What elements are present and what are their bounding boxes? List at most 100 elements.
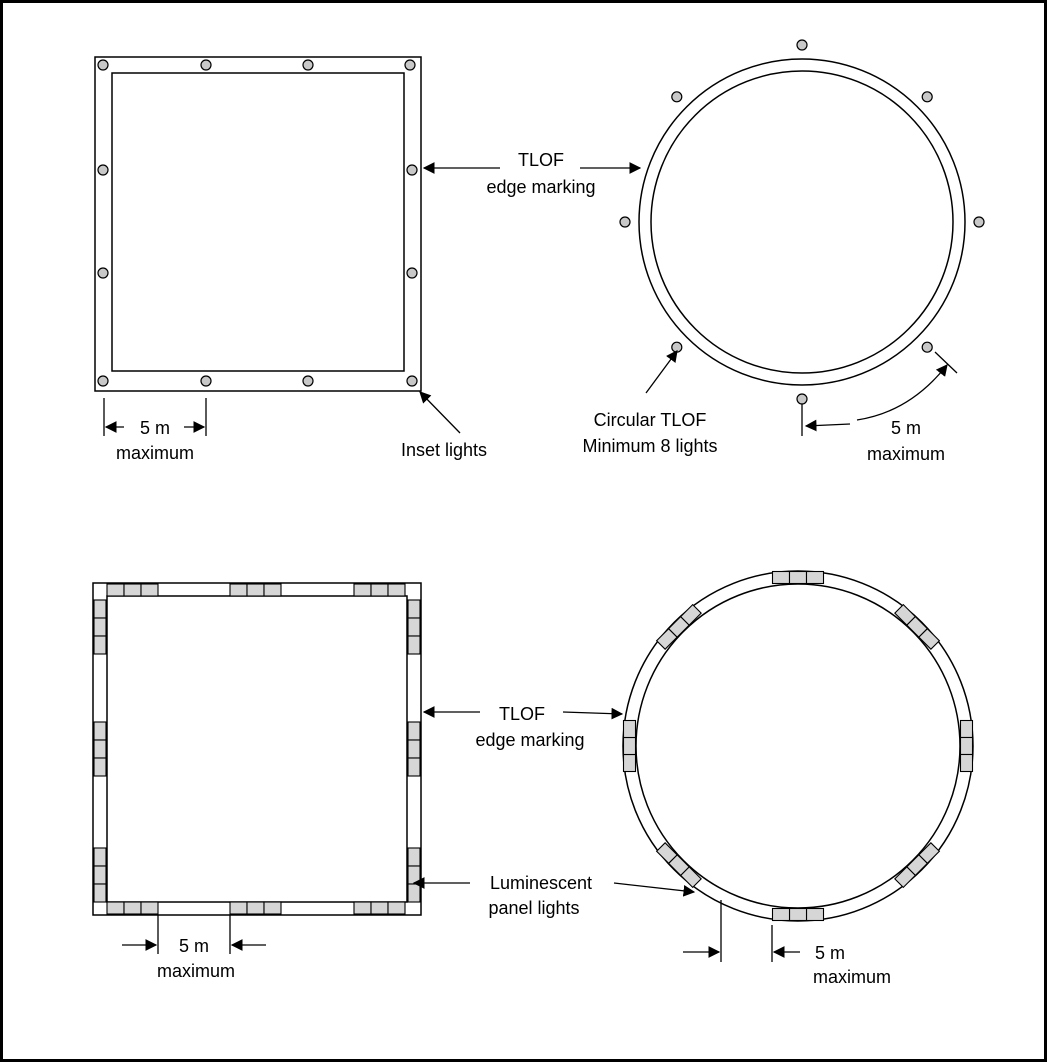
panel-light-segment xyxy=(93,739,107,759)
circular-panel-group xyxy=(894,603,941,650)
inset-light xyxy=(200,375,212,387)
circular-tlof-callout: Circular TLOF Minimum 8 lights xyxy=(582,350,718,456)
arc-dim-arrow-left xyxy=(804,419,851,432)
panel-light-segment xyxy=(93,883,107,903)
panel-light-segment xyxy=(959,736,974,756)
arc-dim-tick-right xyxy=(934,351,958,374)
spacing-bottom-right-label-1: 5 m xyxy=(815,943,845,963)
panel-light-segment xyxy=(788,570,808,585)
circular-panel-group xyxy=(655,842,702,889)
square-panel-lights xyxy=(93,583,421,915)
panel-light-segment xyxy=(407,865,421,885)
panel-lights-callout: Luminescent panel lights xyxy=(412,873,696,918)
tlof-edge-top-label-1: TLOF xyxy=(518,150,564,170)
inset-light xyxy=(200,59,212,71)
tlof-edge-bottom-label-1: TLOF xyxy=(499,704,545,724)
spacing-dimension-top-right: 5 m maximum xyxy=(801,351,958,464)
inset-lights-callout: Inset lights xyxy=(401,391,487,460)
square-tlof-inner-edge xyxy=(111,72,405,372)
spacing-top-left-label-2: maximum xyxy=(116,443,194,463)
square-tlof-inset xyxy=(94,56,422,392)
circular-inset-lights xyxy=(619,39,985,405)
inset-light xyxy=(97,59,109,71)
panel-light-segment xyxy=(407,883,421,903)
spacing-bottom-left-label-2: maximum xyxy=(157,961,235,981)
square-panel-inner-edge xyxy=(106,595,408,903)
circular-tlof-label-1: Circular TLOF xyxy=(594,410,707,430)
panel-light-segment xyxy=(918,627,941,650)
panel-light-segment xyxy=(93,847,107,867)
panel-light-segment xyxy=(679,603,702,626)
panel-light-segment xyxy=(140,583,159,597)
inset-lights-arrow xyxy=(419,391,461,434)
panel-light-segment xyxy=(93,721,107,741)
panel-light-segment xyxy=(93,617,107,637)
panel-light-segment xyxy=(407,635,421,655)
panel-light-segment xyxy=(387,901,406,915)
inset-light xyxy=(302,375,314,387)
spacing-top-right-label-1: 5 m xyxy=(891,418,921,438)
inset-light xyxy=(97,375,109,387)
panel-light-segment xyxy=(622,719,637,739)
panel-light-segment xyxy=(123,583,142,597)
circular-tlof-inner-edge xyxy=(650,70,954,374)
circular-tlof-inset xyxy=(619,39,985,405)
spacing-dimension-top-left: 5 m maximum xyxy=(103,398,207,463)
panel-light-segment xyxy=(229,901,248,915)
arc-dim-arrow xyxy=(856,364,948,421)
panel-light-segment xyxy=(407,599,421,619)
spacing-top-right-label-2: maximum xyxy=(867,444,945,464)
panel-light-segment xyxy=(123,901,142,915)
circular-panel-group xyxy=(655,603,702,650)
circular-inset-light xyxy=(973,216,985,228)
panel-light-segment xyxy=(771,570,791,585)
square-inset-lights xyxy=(97,59,418,387)
panel-light-segment xyxy=(353,583,372,597)
circular-tlof-label-2: Minimum 8 lights xyxy=(582,436,717,456)
tlof-edge-top-label-2: edge marking xyxy=(486,177,595,197)
tlof-edge-marking-top-callout: TLOF edge marking xyxy=(422,150,642,197)
panel-light-segment xyxy=(106,583,125,597)
inset-light xyxy=(97,267,109,279)
circular-panel-lights xyxy=(622,570,974,922)
panel-light-segment xyxy=(246,901,265,915)
inset-lights-label: Inset lights xyxy=(401,440,487,460)
circular-inset-light xyxy=(796,393,808,405)
inset-light xyxy=(302,59,314,71)
panel-light-segment xyxy=(788,907,808,922)
circular-panel-group xyxy=(771,570,825,585)
inset-light xyxy=(404,59,416,71)
circular-inset-light xyxy=(671,341,683,353)
circular-inset-light xyxy=(671,91,683,103)
circular-inset-light xyxy=(619,216,631,228)
panel-light-segment xyxy=(229,583,248,597)
panel-light-segment xyxy=(622,753,637,773)
circular-inset-light xyxy=(921,91,933,103)
inset-light xyxy=(406,375,418,387)
panel-light-segment xyxy=(655,842,678,865)
panel-light-segment xyxy=(353,901,372,915)
panel-light-segment xyxy=(407,721,421,741)
spacing-dimension-bottom-right: 5 m maximum xyxy=(683,900,891,987)
panel-light-segment xyxy=(370,901,389,915)
panel-light-segment xyxy=(407,847,421,867)
panel-lights-label-1: Luminescent xyxy=(490,873,592,893)
panel-lights-label-2: panel lights xyxy=(488,898,579,918)
panel-light-segment xyxy=(106,901,125,915)
circular-tlof-arrow xyxy=(645,350,678,394)
spacing-dimension-bottom-left: 5 m maximum xyxy=(122,915,266,981)
inset-light xyxy=(406,164,418,176)
circular-panel-group xyxy=(622,719,637,773)
circular-tlof-panels xyxy=(622,570,974,922)
panel-light-segment xyxy=(140,901,159,915)
edge-arrow-right-bottom xyxy=(562,707,624,720)
panel-light-segment xyxy=(387,583,406,597)
circular-panel-group xyxy=(771,907,825,922)
inset-light xyxy=(406,267,418,279)
circular-inset-light xyxy=(796,39,808,51)
circular-panel-inner-edge xyxy=(635,583,961,909)
panel-light-segment xyxy=(959,719,974,739)
panel-light-segment xyxy=(263,583,282,597)
panel-light-segment xyxy=(93,599,107,619)
